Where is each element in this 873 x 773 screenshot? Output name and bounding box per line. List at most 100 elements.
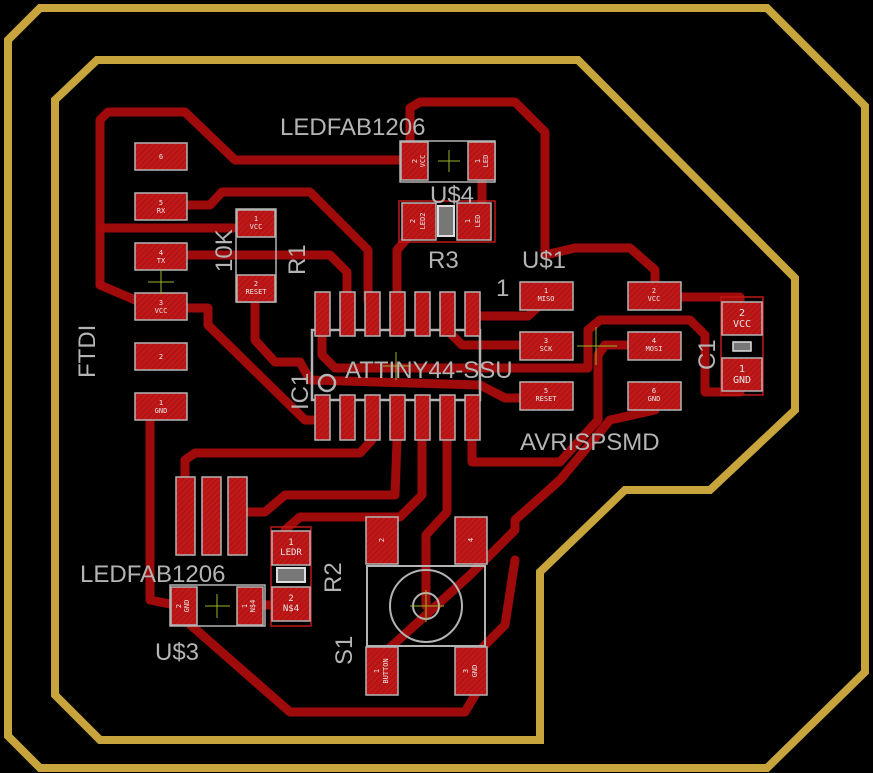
pad-label: 4 [159,249,163,257]
board-outline-outer [4,4,869,772]
pad-label: 5 [159,199,163,207]
pad-label: 2 [739,308,745,319]
pad-label: SCK [540,345,553,353]
pad-label: GND [648,395,661,403]
led-bottom-value: LEDFAB1206 [80,561,225,588]
silkscreen-labels: LEDFAB1206 U$4 R3 10K R1 U$1 1 ATTINY44-… [74,114,721,666]
pad-label: 2 [254,280,258,288]
pad-label: VCC [419,155,427,168]
pad-label: LED [482,155,490,168]
ftdi-pad-6[interactable]: 6 [134,142,188,171]
ic-name: IC1 [287,373,314,410]
r3-name: R3 [428,247,459,274]
pad-label: 1 [241,604,249,608]
ftdi-pad-4-tx[interactable]: 4TX [134,242,188,271]
pad-label: VCC [155,307,168,315]
led-bottom-name: U$3 [155,639,199,666]
isp-value: AVRISPSMD [520,429,660,456]
pad-label: 2 [378,538,386,542]
pad-label: 3 [462,669,470,673]
led-top-name: U$4 [430,182,474,209]
pad-label: 1 [159,399,163,407]
ftdi-pad-5-rx[interactable]: 5RX [134,192,188,221]
ic-value: ATTINY44-SSU [345,357,513,384]
ic1-attiny44 [310,291,482,441]
r1-value: 10K [211,229,238,272]
c1-name: C1 [694,339,721,370]
pad-label: 3 [159,299,163,307]
pad-label: 4 [467,538,475,542]
pad-label: TX [157,257,166,265]
jumper-pads[interactable] [175,476,248,556]
ftdi-name: FTDI [74,325,101,378]
pad-label: N$4 [249,600,257,613]
copper-traces [95,97,745,717]
pad-label: LED2 [419,213,427,230]
pad-label: GND [733,375,751,386]
board-outline-inner [51,56,799,744]
s1-pad-2[interactable]: 2 [365,516,399,565]
pad-label: 1 [254,215,258,223]
pad-label: 1 [288,538,293,548]
pad-label: RESET [535,395,557,403]
ic1-pins-bottom[interactable] [314,394,481,441]
pad-label: GND [155,407,168,415]
r2-pad-2-n4[interactable]: 2N$4 [271,586,311,622]
pad-label: LEDR [280,548,302,558]
pad-label: 2 [652,287,656,295]
pin1-marker: 1 [496,275,509,302]
pad-label: 1 [373,669,381,673]
led-top-value: LEDFAB1206 [280,114,425,141]
ic1-pins-top[interactable] [314,291,481,337]
pad-label: 1 [739,364,745,375]
pad-label: MOSI [646,345,663,353]
pad-label: 6 [652,387,656,395]
pad-label: 6 [159,153,163,161]
pad-label: VCC [648,295,661,303]
s1-pad-4[interactable]: 4 [454,516,488,565]
s1-name: S1 [331,636,358,665]
r2-name: R2 [320,562,347,593]
pad-label: GND [183,600,191,613]
pad-label: 2 [409,219,417,223]
pad-label: 2 [175,604,183,608]
pad-label: RESET [245,288,267,296]
pad-label: LED [474,215,482,228]
ftdi-pad-2[interactable]: 2 [134,342,188,371]
pad-label: 2 [411,159,419,163]
pad-label: 1 [474,159,482,163]
pad-label: RX [157,207,166,215]
pad-label: 2 [159,353,163,361]
pad-label: BUTTON [382,658,390,683]
isp-name: U$1 [522,247,566,274]
pad-label: 3 [544,337,548,345]
